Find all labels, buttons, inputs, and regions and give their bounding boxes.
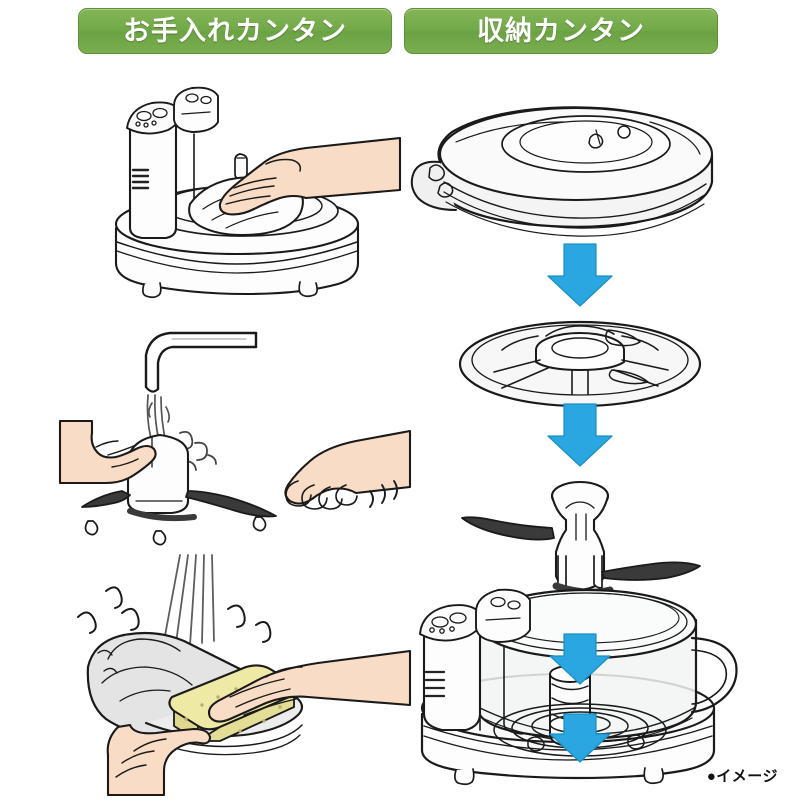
banner-easy-care-label: お手入れカンタン [123, 15, 347, 46]
caption-text: イメージ [716, 768, 778, 785]
sponge-lid-drawing [77, 554, 412, 797]
banner-easy-storage-label: 収納カンタン [477, 15, 645, 46]
banner-easy-storage: 収納カンタン [404, 8, 718, 54]
wipe-base-drawing [114, 86, 402, 299]
rinse-blade-drawing [58, 331, 412, 546]
caption-bullet: ● [706, 768, 717, 785]
illustration-wipe-base [70, 78, 402, 303]
assembly-arrow-4 [549, 633, 611, 685]
illustration-sponge-lid [60, 554, 412, 797]
part-lid [410, 106, 714, 237]
banner-row: お手入れカンタン 収納カンタン [0, 8, 800, 56]
banner-easy-care: お手入れカンタン [78, 8, 392, 54]
assembly-arrow-2 [547, 403, 613, 467]
illustration-rinse-blade [58, 315, 412, 550]
assembly-arrow-1 [547, 243, 613, 307]
assembly-stack-drawing [410, 106, 738, 786]
assembly-arrow-5 [549, 713, 611, 763]
illustration-assembly-stack [400, 78, 745, 786]
part-slicing-disc [458, 320, 702, 408]
part-cutter-blade [461, 480, 701, 596]
part-bowl-and-base [419, 588, 738, 786]
image-disclaimer-caption: ●イメージ [707, 765, 778, 786]
